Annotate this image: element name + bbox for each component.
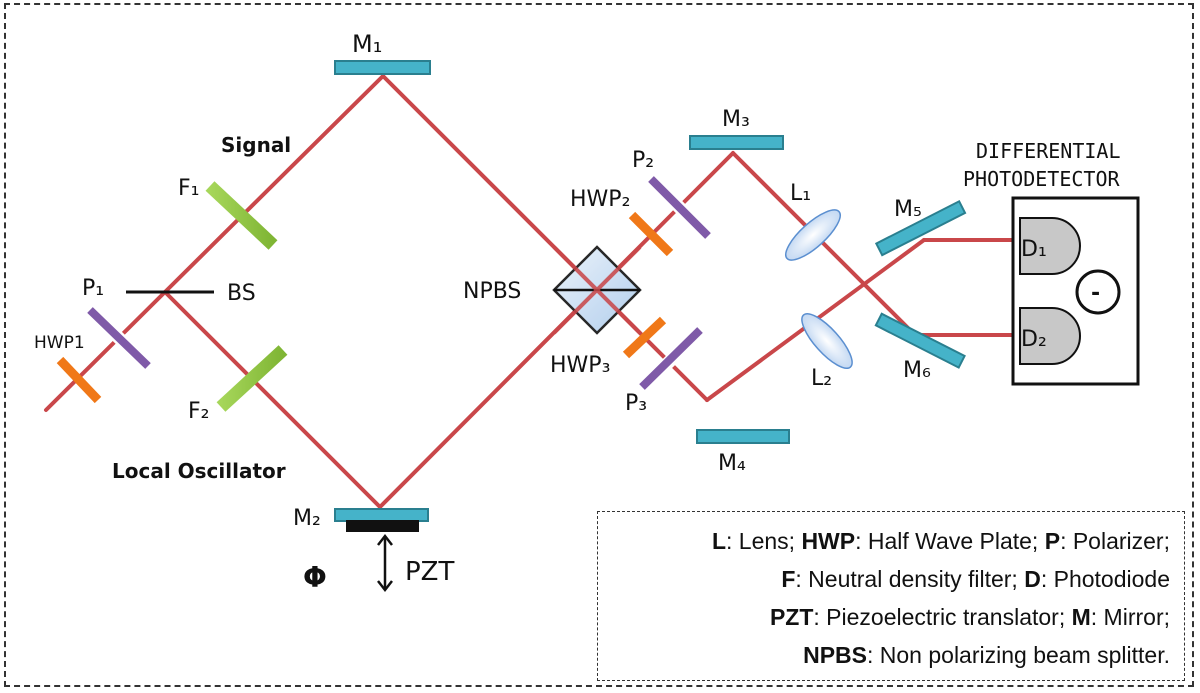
legend-value: : Piezoelectric translator; (813, 604, 1072, 630)
legend-value: : Non polarizing beam splitter. (867, 642, 1170, 668)
legend-value: : Half Wave Plate; (855, 528, 1045, 554)
label-minus: - (1091, 281, 1100, 306)
legend-key: M (1071, 604, 1091, 630)
label-m2: M₂ (293, 506, 321, 531)
photodiode-d1 (1019, 217, 1081, 275)
beam-m3-l1 (731, 151, 934, 354)
label-f2: F₂ (188, 399, 209, 424)
legend-line-4: NPBS: Non polarizing beam splitter. (598, 636, 1170, 674)
mirror-m3 (689, 135, 784, 150)
label-l1: L₁ (790, 181, 811, 206)
polarizer-p1-plate (87, 307, 151, 369)
mirror-m5 (874, 199, 967, 257)
legend-value: : Lens; (726, 528, 802, 554)
mirror-m6 (874, 312, 966, 369)
beam-paths (44, 74, 1014, 509)
beam-lo-down (163, 290, 382, 509)
label-pzt: PZT (405, 557, 454, 587)
label-d1: D₁ (1021, 237, 1047, 262)
pzt-arrow-icon (377, 533, 393, 593)
hwp3-plate (622, 316, 667, 359)
detector-title-line1: DIFFERENTIAL (976, 139, 1121, 163)
legend-value: : Mirror; (1090, 604, 1170, 630)
beam-signal-down (381, 74, 709, 402)
hwp1-plate (56, 356, 102, 404)
label-hwp3: HWP₃ (550, 353, 610, 378)
label-m4: M₄ (718, 451, 746, 476)
legend-line-2: F: Neutral density filter; D: Photodiode (598, 560, 1170, 598)
label-npbs: NPBS (463, 279, 521, 304)
legend-key: PZT (769, 604, 814, 630)
label-bs: BS (227, 281, 256, 306)
legend-value: : Neutral density filter; (795, 566, 1025, 592)
label-phi: Φ (303, 561, 327, 594)
label-d2: D₂ (1021, 327, 1047, 352)
polarizer-p3 (639, 327, 703, 390)
mirror-m1 (334, 60, 431, 75)
legend-value: : Polarizer; (1060, 528, 1170, 554)
label-m3: M₃ (722, 107, 750, 132)
label-m5: M₅ (894, 197, 922, 222)
legend-key: F (781, 566, 796, 592)
legend-key: L (711, 528, 726, 554)
beam-signal-up (163, 74, 385, 294)
beam-through-npbs (552, 245, 642, 335)
lens-l2 (801, 313, 853, 369)
filter-f2 (216, 345, 288, 412)
label-local-oscillator: Local Oscillator (112, 459, 286, 483)
label-p3: P₃ (625, 391, 647, 416)
label-p2: P₂ (632, 148, 654, 173)
legend-line-3: PZT: Piezoelectric translator; M: Mirror… (598, 598, 1170, 636)
legend-key: HWP (801, 528, 856, 554)
lens-l1 (785, 209, 841, 261)
pzt-mount (346, 520, 419, 532)
hwp2-plate (628, 211, 674, 257)
label-m6: M₆ (903, 358, 931, 383)
label-hwp1: HWP1 (34, 333, 85, 353)
mirror-m4 (696, 429, 790, 444)
diagram-frame (4, 3, 1194, 687)
legend-key: NPBS (803, 642, 867, 668)
label-f1: F₁ (178, 176, 199, 201)
label-p1: P₁ (82, 276, 104, 301)
label-l2: L₂ (811, 366, 832, 391)
legend-key: D (1024, 566, 1041, 592)
subtractor-circle (1075, 269, 1121, 315)
photodiode-d2 (1019, 307, 1081, 365)
label-hwp2: HWP₂ (570, 187, 630, 212)
filter-f1 (205, 181, 278, 250)
label-m1: M₁ (352, 30, 382, 58)
beam-input (44, 290, 167, 412)
legend-value: : Photodiode (1040, 566, 1170, 592)
legend-box: L: Lens; HWP: Half Wave Plate; P: Polari… (597, 511, 1185, 681)
mirror-m2 (334, 508, 429, 522)
label-signal: Signal (221, 133, 291, 157)
polarizer-p2 (648, 176, 711, 239)
detector-title-line2: PHOTODETECTOR (963, 167, 1120, 191)
legend-key: P (1044, 528, 1061, 554)
legend-line-1: L: Lens; HWP: Half Wave Plate; P: Polari… (598, 522, 1170, 560)
